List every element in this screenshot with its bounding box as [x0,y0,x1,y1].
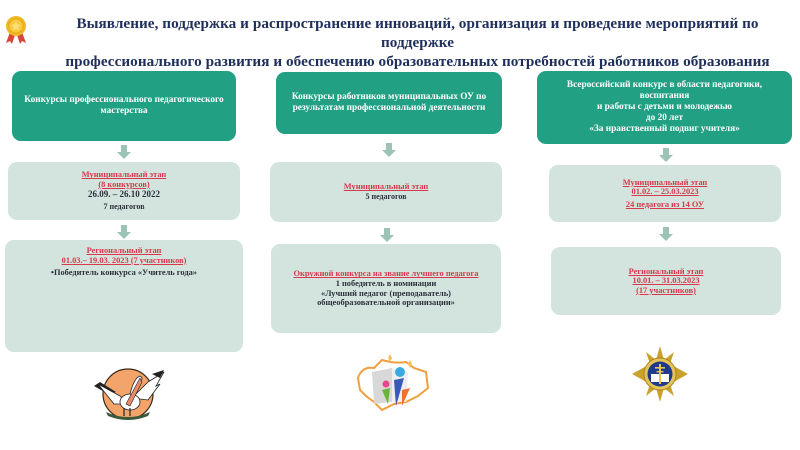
column-1-regional-bullet: •Победитель конкурса «Учитель года» [51,268,197,278]
column-1-municipal-stage-box: Муниципальный этап (8 конкурсов) 26.09. … [8,162,240,220]
column-1-municipal-title: Муниципальный этап [81,170,167,180]
column-2-district-line-1: 1 победитель в номинации [335,278,437,288]
page-title: Выявление, поддержка и распространение и… [40,14,795,71]
page-title-line-1: Выявление, поддержка и распространение и… [76,15,759,51]
page-title-line-2: профессионального развития и обеспечению… [65,53,770,70]
medal-icon [6,16,26,44]
column-2-district-stage-box: Окружной конкурса на звание лучшего педа… [271,244,501,333]
column-2-heading: Конкурсы работников муниципальных ОУ по … [291,92,487,113]
column-2-district-line-2: «Лучший педагог (преподаватель) общеобра… [317,288,455,308]
column-3-regional-count: (17 участников) [636,285,696,295]
column-1-regional-title: Региональный этап [86,246,162,255]
column-2-municipal-title: Муниципальный этап [343,182,429,192]
column-3-heading-line-4: «За нравственный подвиг учителя» [589,124,740,134]
column-3-municipal-stage-box: Муниципальный этап 01.02. – 25.03.2023 2… [549,165,781,222]
column-1-regional-dates: 01.03.– 19.03. 2023 (7 участников) [61,255,187,265]
arrow-down-icon [659,148,673,162]
arrow-down-icon [380,228,394,242]
column-1-municipal-dates: 26.09. – 26.10 2022 [88,188,160,199]
column-2-municipal-count: 5 педагогов [365,192,407,201]
arrow-down-icon [117,145,131,159]
region-map-logo [356,354,430,412]
column-1-heading: Конкурсы профессионального педагогическо… [24,95,224,116]
column-3-regional-stage-box: Региональный этап 10.01. – 31.03.2023 (1… [551,247,781,315]
column-1-heading-box: Конкурсы профессионального педагогическо… [12,71,236,141]
column-3-heading-box: Всероссийский конкурс в области педагоги… [537,71,792,144]
column-3-heading-line-1: Всероссийский конкурс в области педагоги… [566,80,763,101]
arrow-down-icon [382,143,396,157]
column-1-municipal-count: 7 педагогов [103,202,145,212]
column-3-regional-title: Региональный этап [628,266,704,276]
column-1-municipal-subtitle: (8 конкурсов) [98,179,150,189]
column-2-heading-box: Конкурсы работников муниципальных ОУ по … [276,72,502,134]
column-3-municipal-count: 24 педагога из 14 ОУ [625,199,705,209]
orthodox-cross-emblem-logo [632,346,688,402]
column-3-heading-line-2: и работы с детьми и молодежью [596,102,733,112]
column-3-municipal-title: Муниципальный этап [622,177,708,187]
column-2-municipal-stage-box: Муниципальный этап 5 педагогов [270,162,502,222]
arrow-down-icon [117,225,131,239]
column-2-district-title: Окружной конкурса на звание лучшего педа… [293,269,479,279]
column-3-municipal-dates: 01.02. – 25.03.2023 [631,187,699,197]
column-1-regional-stage-box: Региональный этап 01.03.– 19.03. 2023 (7… [5,240,243,352]
pelican-logo [94,368,165,420]
column-3-heading-line-3: до 20 лет [645,113,684,123]
arrow-down-icon [659,227,673,241]
column-3-regional-dates: 10.01. – 31.03.2023 [632,276,700,286]
